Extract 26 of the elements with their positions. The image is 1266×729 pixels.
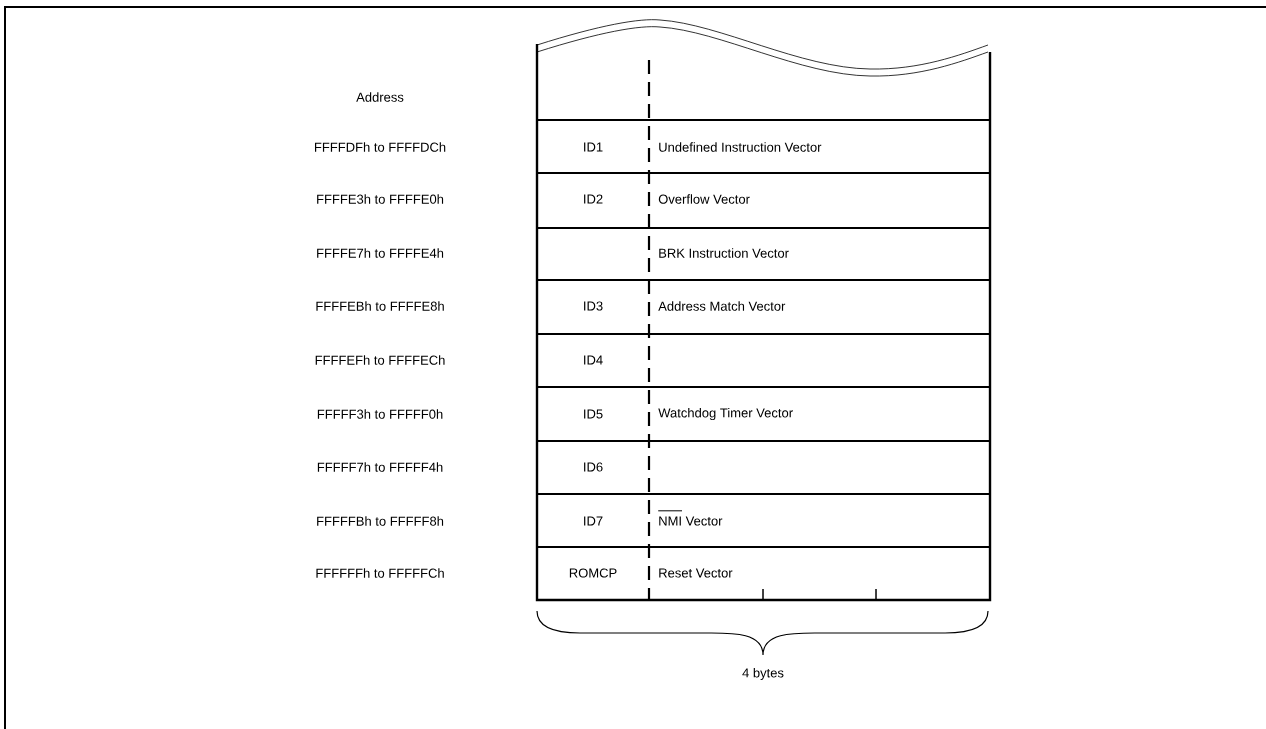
vector-cell-text: Overflow Vector [658, 194, 750, 204]
address-label: FFFFF7h to FFFFF4h [317, 462, 443, 472]
id-cell-text: ID1 [584, 142, 603, 152]
vector-cell-text: BRK Instruction Vector [659, 248, 789, 258]
address-label: FFFFFFh to FFFFFCh [316, 568, 444, 578]
id-cell-text: ID7 [584, 516, 603, 526]
vector-cell-text: Watchdog Timer Vector [658, 407, 793, 421]
address-label: FFFFE3h to FFFFE0h [317, 194, 444, 204]
id-cell-text: ID2 [584, 194, 603, 204]
dimension-label: 4 bytes [742, 667, 784, 681]
vector-cell-text: NMI Vector [658, 510, 723, 526]
id-cell-text: ID4 [584, 355, 603, 365]
address-label: FFFFEFh to FFFFECh [315, 355, 445, 365]
id-cell-text: ID5 [584, 409, 603, 419]
id-cell-text: ID3 [584, 301, 603, 311]
address-label: FFFFDFh to FFFFDCh [315, 142, 446, 152]
address-label: FFFFFBh to FFFFF8h [317, 516, 444, 526]
address-label: FFFFE7h to FFFFE4h [317, 248, 444, 258]
vector-cell-text: Undefined Instruction Vector [659, 142, 822, 152]
vector-cell-text: Address Match Vector [658, 301, 786, 311]
column-heading: Address [356, 92, 404, 102]
vector-cell-text: Reset Vector [659, 568, 733, 578]
id-cell-text: ID6 [584, 462, 603, 472]
address-label: FFFFF3h to FFFFF0h [317, 409, 443, 419]
address-label: FFFFEBh to FFFFE8h [316, 301, 444, 311]
id-cell-text: ROMCP [569, 568, 617, 578]
